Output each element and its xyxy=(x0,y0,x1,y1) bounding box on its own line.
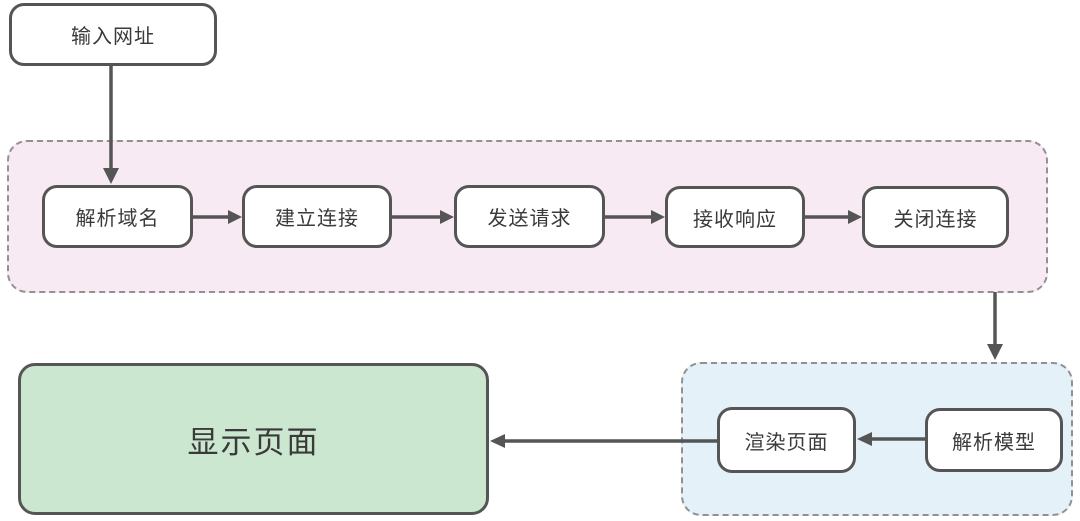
node-input-url: 输入网址 xyxy=(9,3,217,66)
node-establish-connection-label: 建立连接 xyxy=(275,208,359,230)
node-display-page: 显示页面 xyxy=(18,363,489,515)
node-receive-response: 接收响应 xyxy=(665,186,805,248)
node-resolve-domain-label: 解析域名 xyxy=(75,208,160,230)
node-render-page: 渲染页面 xyxy=(717,407,856,473)
node-send-request-label: 发送请求 xyxy=(487,208,572,230)
node-resolve-domain: 解析域名 xyxy=(42,185,193,248)
node-close-connection: 关闭连接 xyxy=(862,186,1009,248)
node-display-page-label: 显示页面 xyxy=(187,424,320,460)
node-send-request: 发送请求 xyxy=(454,185,605,248)
node-establish-connection: 建立连接 xyxy=(242,185,392,248)
node-parse-model: 解析模型 xyxy=(925,408,1063,472)
node-render-page-label: 渲染页面 xyxy=(744,431,829,454)
arrow-network-to-render-stage xyxy=(987,292,1003,360)
node-receive-response-label: 接收响应 xyxy=(693,208,777,231)
node-parse-model-label: 解析模型 xyxy=(952,431,1036,454)
node-close-connection-label: 关闭连接 xyxy=(893,208,978,231)
node-input-url-label: 输入网址 xyxy=(71,26,155,48)
